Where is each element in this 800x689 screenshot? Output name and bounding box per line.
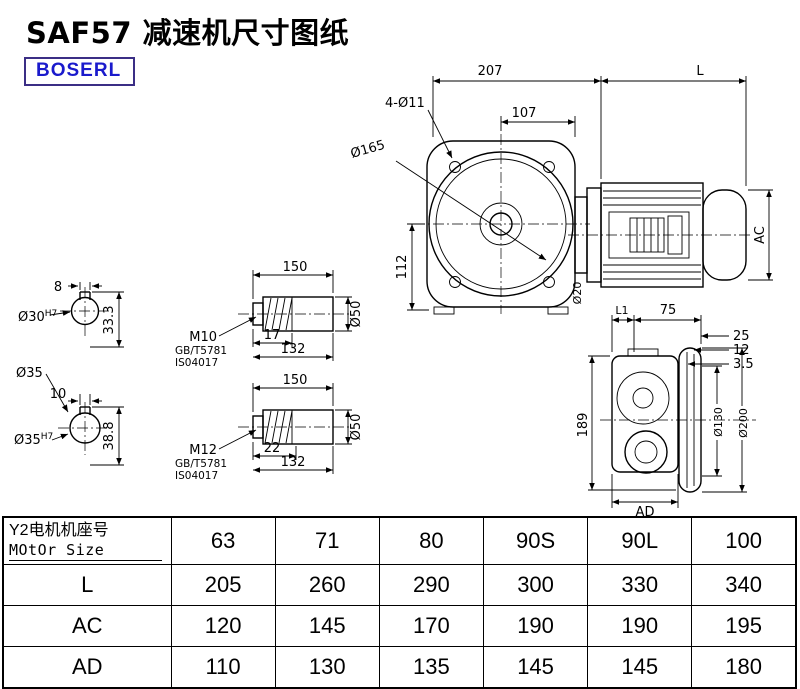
dia-200-label: Ø200 xyxy=(737,408,750,438)
dia-50-label-1: Ø50 xyxy=(349,301,364,328)
thread-m12-label: M12 xyxy=(189,443,217,458)
bore-35h7-label: Ø35H7 xyxy=(14,432,53,448)
ad-value: 180 xyxy=(691,646,797,688)
dim-l1-label: L1 xyxy=(615,304,628,317)
shaft1-length-label: 150 xyxy=(283,260,308,275)
motor-size-table: Y2电机机座号 MOtOr Size 63 71 80 90S 90L 100 … xyxy=(2,516,797,689)
table-row-ac: AC 120 145 170 190 190 195 xyxy=(2,605,797,647)
bolt-holes-label: 4-Ø11 xyxy=(385,96,425,111)
technical-drawing: 207 L 4-Ø11 107 Ø165 112 AC Ø20 8 Ø30H7 … xyxy=(14,64,773,516)
bolt-hole xyxy=(543,276,555,288)
motor-size-value: 80 xyxy=(378,516,484,565)
flange-side-view xyxy=(588,315,756,508)
dia-130-label: Ø130 xyxy=(712,407,725,437)
motor-size-value: 90S xyxy=(482,516,589,565)
l-value: 290 xyxy=(378,564,484,606)
gearbox-front-view xyxy=(414,134,590,315)
bore-30h7-label: Ø30H7 xyxy=(18,309,57,325)
page-title: SAF57 减速机尺寸图纸 xyxy=(26,16,350,50)
ad-value: 145 xyxy=(482,646,589,688)
dim-75-label: 75 xyxy=(660,303,677,318)
bolt-hole xyxy=(449,161,461,173)
dia-20-label: Ø20 xyxy=(571,282,584,305)
motor-size-value: 63 xyxy=(170,516,276,565)
row-label-ac: AC xyxy=(2,605,172,647)
keyway-depth-38-label: 38.8 xyxy=(102,422,117,451)
bore-cross-sections xyxy=(45,282,124,466)
ad-value: 135 xyxy=(378,646,484,688)
motor-side-view xyxy=(568,182,752,288)
dim-189-label: 189 xyxy=(576,413,591,438)
standard-gb-label-2: GB/T5781 xyxy=(175,458,227,470)
l-value: 340 xyxy=(691,564,797,606)
ac-value: 145 xyxy=(274,605,380,647)
motor-frame-label-cn: Y2电机机座号 xyxy=(9,522,109,539)
thread-m10-label: M10 xyxy=(189,330,217,345)
ac-value: 170 xyxy=(378,605,484,647)
dim-107-label: 107 xyxy=(512,106,537,121)
dim-25-label: 25 xyxy=(733,329,750,344)
bolt-hole xyxy=(543,161,555,173)
keyway-width-8-label: 8 xyxy=(54,280,62,295)
shaft2-length-label: 150 xyxy=(283,373,308,388)
dia-50-label-2: Ø50 xyxy=(349,414,364,441)
main-view-dimensions xyxy=(395,76,773,311)
keyway-width-10-label: 10 xyxy=(50,387,67,402)
motor-frame-label-en: MOtOr Size xyxy=(9,541,162,561)
ac-value: 190 xyxy=(587,605,693,647)
l-value: 260 xyxy=(274,564,380,606)
motor-size-value: 71 xyxy=(274,516,380,565)
table-row-motor-size: Y2电机机座号 MOtOr Size 63 71 80 90S 90L 100 xyxy=(2,516,797,565)
dim-ad-label: AD xyxy=(636,505,655,516)
l-value: 205 xyxy=(170,564,276,606)
ad-value: 145 xyxy=(587,646,693,688)
flange-disc xyxy=(678,347,702,493)
bore-30-circle xyxy=(70,296,100,326)
body-length-132-label-1: 132 xyxy=(281,342,306,357)
dia-35-label: Ø35 xyxy=(16,366,43,381)
ad-value: 130 xyxy=(274,646,380,688)
ac-value: 195 xyxy=(691,605,797,647)
standard-gb-label-1: GB/T5781 xyxy=(175,345,227,357)
l-value: 330 xyxy=(587,564,693,606)
body-length-132-label-2: 132 xyxy=(281,455,306,470)
brand-logo: BOSERL xyxy=(24,57,136,86)
ad-value: 110 xyxy=(170,646,276,688)
ac-value: 190 xyxy=(482,605,589,647)
brand-logo-text: BOSERL xyxy=(36,60,122,81)
dim-3-5-label: 3.5 xyxy=(733,357,754,372)
bolt-hole xyxy=(449,276,461,288)
motor-size-header-cell: Y2电机机座号 MOtOr Size xyxy=(2,516,172,565)
output-shaft-view-m12 xyxy=(218,383,352,474)
dim-112-label: 112 xyxy=(395,255,410,280)
table-row-l: L 205 260 290 300 330 340 xyxy=(2,564,797,606)
table-row-ad: AD 110 130 135 145 145 180 xyxy=(2,646,797,688)
dim-12-label: 12 xyxy=(733,343,750,358)
thread-length-17-label: 17 xyxy=(264,328,281,343)
output-shaft-view-m10 xyxy=(218,270,352,361)
thread-length-22-label: 22 xyxy=(264,441,281,456)
dim-motor-length-label: L xyxy=(696,64,704,79)
dim-207-label: 207 xyxy=(478,64,503,79)
keyway-depth-33-label: 33.3 xyxy=(102,306,117,335)
dia-165-label: Ø165 xyxy=(349,138,387,162)
motor-size-value: 100 xyxy=(691,516,797,565)
row-label-l: L xyxy=(2,564,172,606)
l-value: 300 xyxy=(482,564,589,606)
ac-value: 120 xyxy=(170,605,276,647)
dim-ac-label: AC xyxy=(753,226,768,244)
standard-iso-label-1: IS04017 xyxy=(175,357,218,369)
motor-size-value: 90L xyxy=(587,516,693,565)
row-label-ad: AD xyxy=(2,646,172,688)
standard-iso-label-2: IS04017 xyxy=(175,470,218,482)
bore-35-circle xyxy=(69,412,101,444)
